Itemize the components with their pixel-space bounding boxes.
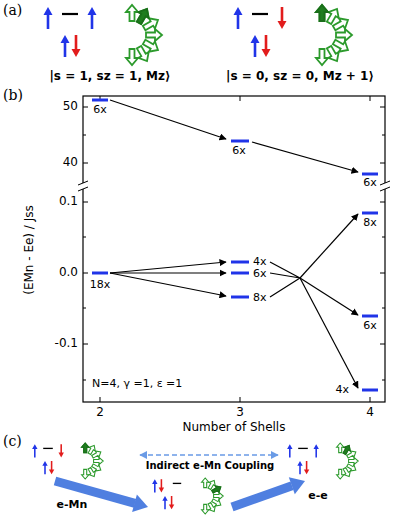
spin-state-illustration	[32, 443, 103, 479]
process-label: e-Mn	[57, 499, 88, 511]
parameter-note: N=4, γ =1, ε =1	[92, 378, 182, 390]
tick-label: 0.0	[59, 266, 78, 279]
panel-label: (b)	[3, 88, 23, 103]
coupling-label: Indirect e-Mn Coupling	[146, 460, 274, 471]
spin-state-illustration	[44, 5, 163, 65]
process-arrow	[55, 481, 148, 512]
panel-label: (c)	[3, 434, 22, 449]
panel-label: (a)	[3, 3, 22, 18]
state-label: |s = 1, sz = 1, Mz⟩	[49, 70, 170, 83]
tick-label: 50	[63, 100, 78, 113]
axis-title: (EMn - Ee) / Jss	[23, 205, 36, 295]
multiplicity-label: 6x	[231, 145, 247, 157]
tick-label: 2	[96, 406, 104, 419]
multiplicity-label: 4x	[334, 384, 350, 396]
spin-state-illustration	[152, 478, 223, 514]
spin-state-illustration	[234, 5, 353, 65]
multiplicity-label: 18x	[89, 279, 112, 291]
spin-state-illustration	[287, 443, 358, 479]
tick-label: 3	[236, 406, 244, 419]
axis-title: Number of Shells	[183, 421, 286, 434]
multiplicity-label: 8x	[362, 217, 378, 229]
multiplicity-label: 6x	[362, 320, 378, 332]
multiplicity-label: 6x	[362, 177, 378, 189]
process-label: e-e	[308, 490, 328, 502]
tick-label: 40	[63, 156, 78, 169]
tick-label: 0.1	[59, 195, 78, 208]
multiplicity-label: 6x	[92, 104, 108, 116]
state-label: |s = 0, sz = 0, Mz + 1⟩	[226, 70, 374, 83]
multiplicity-label: 8x	[252, 292, 268, 304]
transition-arrows	[110, 100, 358, 388]
plot-frame	[78, 96, 390, 402]
indirect-coupling-arrow	[140, 454, 278, 456]
energy-levels	[92, 100, 378, 390]
tick-label: 4	[366, 406, 374, 419]
multiplicity-label: 4x	[252, 256, 268, 268]
process-arrow	[232, 477, 305, 507]
tick-label: -0.1	[55, 337, 78, 350]
multiplicity-label: 6x	[252, 268, 268, 280]
